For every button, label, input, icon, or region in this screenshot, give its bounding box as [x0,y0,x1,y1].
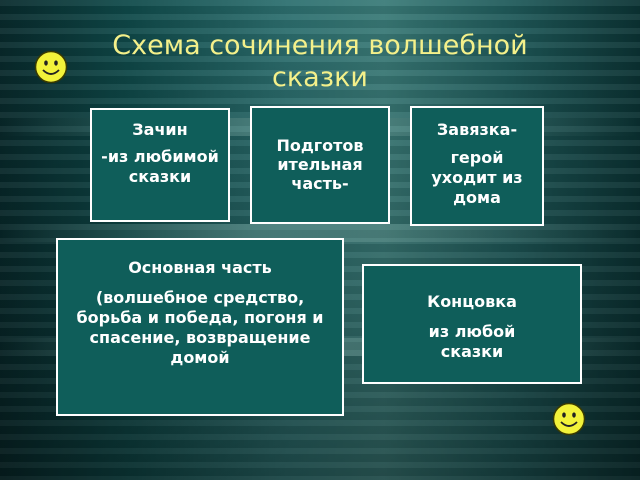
card-heading: Концовка [427,292,517,311]
card-heading: Подготов ительная часть- [276,136,364,193]
card-kontsovka: Концовка из любой сказки [362,264,582,384]
card-podgotovitelnaya: Подготов ительная часть- [250,106,390,224]
smiley-face-icon [552,402,586,436]
background-stripe [0,224,640,242]
card-zavyazka: Завязка- герой уходит из дома [410,106,544,226]
slide-title: Схема сочинения волшебной сказки [112,30,528,93]
card-body: герой уходит из дома [431,148,523,207]
smiley-face-icon [34,50,68,84]
card-heading: Основная часть [128,258,272,277]
card-zachin: Зачин -из любимой сказки [90,108,230,222]
card-body: -из любимой сказки [101,147,219,186]
card-heading: Завязка- [436,120,518,139]
card-heading: Зачин [132,120,188,139]
card-body: из любой сказки [428,322,516,361]
card-osnovnaya: Основная часть (волшебное средство, борь… [56,238,344,416]
card-body: (волшебное средство, борьба и победа, по… [76,288,324,367]
